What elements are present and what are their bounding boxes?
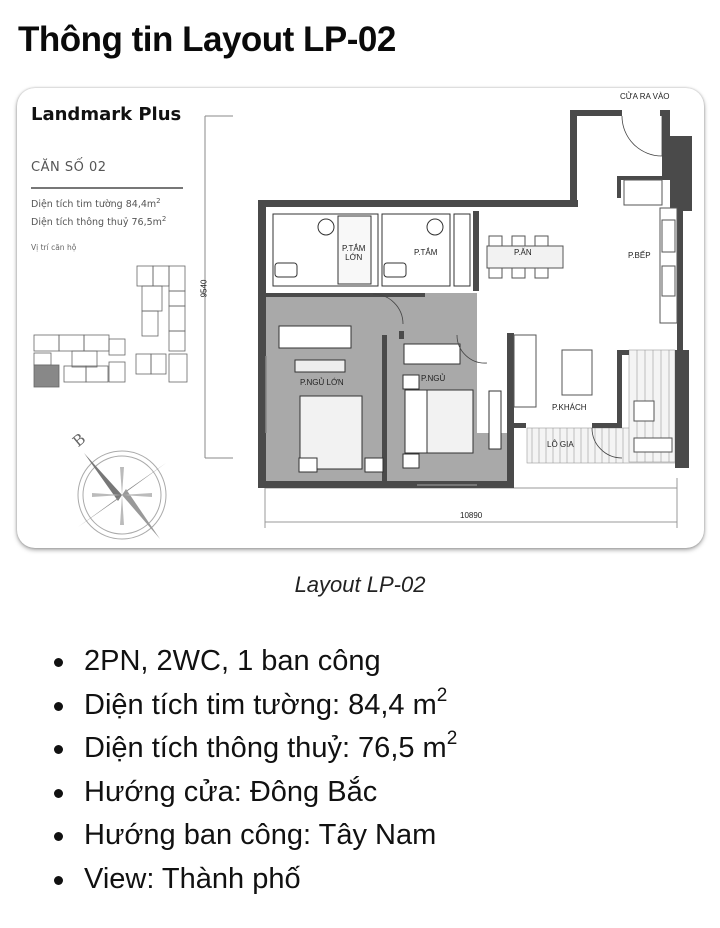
plan-area-clear: Diện tích thông thuỷ 76,5m2	[31, 215, 167, 229]
room-bath: P.TẮM	[414, 248, 438, 257]
room-living: P.KHÁCH	[552, 403, 587, 412]
wardrobes	[278, 325, 461, 373]
dining-table	[486, 235, 564, 279]
bullet-icon	[54, 745, 63, 754]
location-label: Vị trí căn hộ	[31, 243, 77, 252]
walls	[258, 110, 692, 488]
spec-item-door-direction: Hướng cửa: Đông Bắc	[54, 771, 457, 815]
bullet-icon	[54, 658, 63, 667]
brand-name: Landmark Plus	[31, 104, 182, 125]
beds	[298, 374, 502, 473]
bullet-icon	[54, 788, 63, 798]
floor-plan-image: Landmark Plus CĂN SỐ 02 Diện tích tim tư…	[17, 88, 704, 548]
floor-plan-drawing	[33, 110, 692, 540]
kitchen-counter	[623, 179, 678, 324]
room-loggia: LÔ GIA	[547, 440, 574, 449]
living-furniture	[513, 334, 673, 453]
door-swings	[372, 115, 663, 459]
room-kitchen: P.BẾP	[628, 251, 651, 260]
room-master-bedroom: P.NGỦ LỚN	[300, 378, 344, 387]
spec-item-balcony-direction: Hướng ban công: Tây Nam	[54, 814, 457, 858]
bullet-icon	[54, 832, 63, 841]
spec-item-clear-area: Diện tích thông thuỷ: 76,5 m2	[54, 727, 457, 771]
page-title: Thông tin Layout LP-02	[18, 20, 396, 59]
unit-number: CĂN SỐ 02	[31, 160, 107, 175]
bullet-icon	[54, 701, 63, 711]
plan-area-wall-center: Diện tích tim tường 84,4m2	[31, 197, 161, 211]
bullet-icon	[54, 875, 63, 885]
image-caption: Layout LP-02	[294, 572, 426, 597]
spec-item-wall-center-area: Diện tích tim tường: 84,4 m2	[54, 684, 457, 728]
room-bedroom: P.NGỦ	[421, 374, 446, 383]
site-location-map	[33, 265, 188, 388]
spec-item-view: View: Thành phố	[54, 858, 457, 902]
room-entrance: CỬA RA VÀO	[620, 92, 670, 101]
spec-item-rooms: 2PN, 2WC, 1 ban công	[54, 640, 457, 684]
compass-rose-icon	[77, 450, 167, 540]
spec-list: 2PN, 2WC, 1 ban công Diện tích tim tường…	[54, 640, 457, 901]
dimension-height: 9540	[199, 279, 209, 298]
room-dining: P.ĂN	[514, 248, 532, 257]
unit-divider	[31, 187, 183, 189]
dimension-width: 10890	[460, 511, 483, 520]
